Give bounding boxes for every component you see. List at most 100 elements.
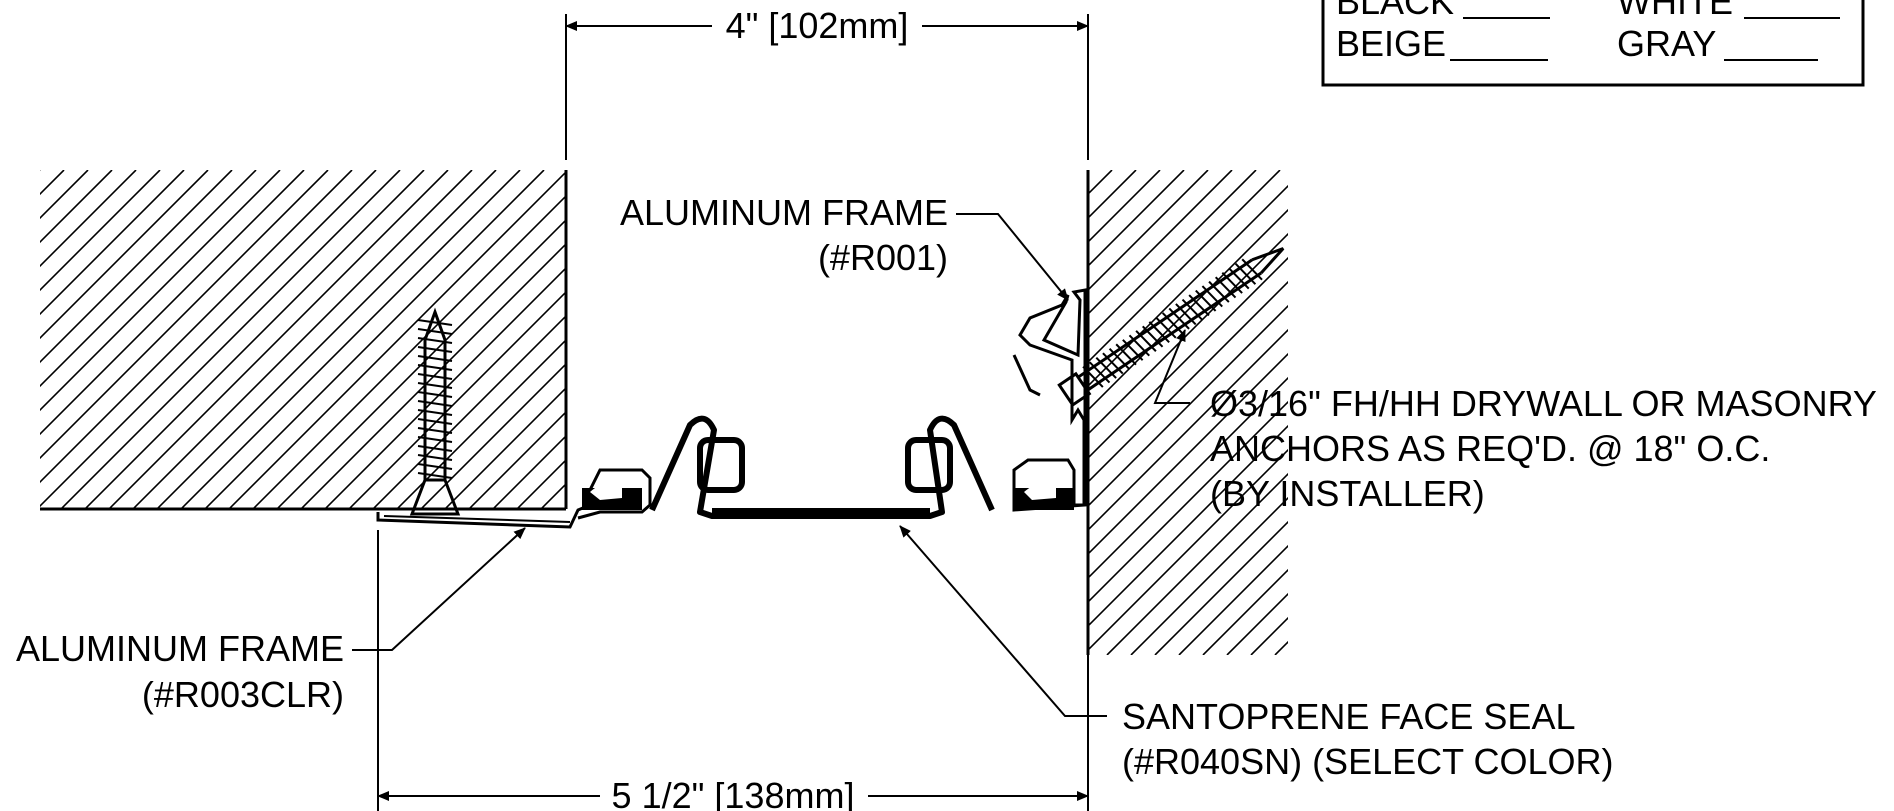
screw-thread — [1135, 330, 1157, 352]
screw-thread — [1214, 276, 1237, 299]
hatch-line — [1178, 544, 1288, 655]
screw-thread — [417, 364, 453, 371]
hatch-line — [1202, 568, 1288, 655]
screw-thread — [1195, 289, 1217, 312]
hatch-line — [59, 170, 401, 510]
screw-thread — [417, 355, 453, 362]
hatch-line — [1088, 352, 1288, 556]
color-option-white: WHITE — [1617, 0, 1733, 22]
hatch-line — [1088, 304, 1288, 508]
hatch-line — [40, 170, 137, 268]
screw-thread — [417, 463, 453, 470]
anchors-line-3: (BY INSTALLER) — [1210, 473, 1485, 514]
screw-thread — [417, 346, 453, 353]
screw-thread — [1142, 325, 1164, 348]
hatch-line — [40, 170, 257, 388]
hatch-line — [251, 194, 566, 510]
screw-thread — [417, 373, 453, 380]
hatch-line — [40, 170, 113, 244]
left-anchor-screw — [409, 307, 461, 516]
hatch-line — [107, 170, 449, 510]
frame-bottom-name: ALUMINUM FRAME — [16, 628, 344, 669]
screw-thread — [1115, 343, 1137, 366]
hatch-line — [83, 170, 425, 510]
screw-thread — [1168, 307, 1190, 330]
screw-thread — [417, 382, 453, 389]
screw-thread — [1095, 356, 1117, 379]
right-anchor-screw — [1057, 247, 1285, 408]
hatch-line — [40, 170, 305, 436]
callout-frame-bottom: ALUMINUM FRAME (#R003CLR) — [16, 628, 344, 715]
hatch-line — [467, 410, 566, 510]
screw-thread — [1102, 352, 1124, 375]
hatch-line — [347, 290, 566, 510]
screw-thread — [1108, 348, 1131, 370]
hatch-line — [40, 170, 209, 340]
hatch-line — [1106, 472, 1288, 655]
hatch-line — [323, 266, 566, 510]
hatch-line — [1154, 520, 1288, 655]
seal-part-number: (#R040SN) (SELECT COLOR) — [1122, 741, 1613, 782]
color-option-beige: BEIGE — [1336, 23, 1446, 64]
hatch-line — [1088, 184, 1288, 388]
hatch-line — [40, 170, 185, 316]
hatch-line — [40, 170, 329, 460]
screw-thread — [417, 409, 453, 416]
screw-thread — [1175, 303, 1197, 326]
screw-thread — [417, 391, 453, 398]
screw-thread — [1228, 267, 1250, 290]
hatch-line — [1088, 232, 1288, 436]
hatch-line — [1088, 280, 1288, 484]
screw-thread — [1122, 339, 1144, 361]
frame-top-part-number: (#R001) — [818, 237, 948, 278]
callout-anchors: Ø3/16" FH/HH DRYWALL OR MASONRY ANCHORS … — [1210, 383, 1877, 514]
left-substrate — [40, 170, 568, 511]
bottom-aluminum-frame — [376, 468, 652, 529]
leader-lines — [352, 213, 1190, 717]
screw-thread — [1241, 258, 1263, 281]
screw-thread — [417, 418, 453, 425]
screw-thread — [1181, 298, 1204, 321]
hatch-line — [1088, 170, 1185, 268]
color-legend-box: BLACK WHITE BEIGE GRAY — [1321, 0, 1865, 87]
hatch-line — [40, 170, 281, 412]
hatch-line — [443, 386, 566, 510]
hatch-line — [155, 170, 497, 510]
screw-thread — [1148, 321, 1170, 343]
hatch-line — [40, 170, 41, 172]
top-dimension-label: 4" [102mm] — [726, 5, 909, 46]
hatch-line — [1088, 448, 1288, 652]
frame-top-name: ALUMINUM FRAME — [620, 192, 948, 233]
hatch-line — [1130, 496, 1288, 655]
callout-frame-top: ALUMINUM FRAME (#R001) — [620, 192, 948, 278]
screw-thread — [417, 436, 453, 443]
hatch-line — [40, 170, 233, 364]
right-substrate — [1086, 170, 1288, 655]
callout-seal: SANTOPRENE FACE SEAL (#R040SN) (SELECT C… — [1122, 696, 1613, 782]
screw-thread — [417, 400, 453, 407]
screw-thread — [417, 472, 453, 479]
hatch-line — [1088, 400, 1288, 604]
anchors-line-2: ANCHORS AS REQ'D. @ 18" O.C. — [1210, 428, 1770, 469]
color-option-gray: GRAY — [1617, 23, 1716, 64]
screw-thread — [417, 454, 453, 461]
color-option-black: BLACK — [1336, 0, 1454, 22]
hatch-line — [40, 170, 377, 508]
hatch-line — [1088, 170, 1233, 316]
screw-thread — [417, 328, 453, 335]
seal-name: SANTOPRENE FACE SEAL — [1122, 696, 1575, 737]
hatch-line — [1088, 424, 1288, 628]
bottom-dimension-label: 5 1/2" [138mm] — [612, 775, 855, 811]
hatch-line — [1088, 328, 1288, 532]
hatch-line — [40, 170, 89, 220]
screw-thread — [417, 427, 453, 434]
screw-thread — [1208, 280, 1230, 303]
santoprene-face-seal — [649, 415, 995, 519]
hatch-line — [131, 170, 473, 510]
screw-thread — [1201, 285, 1223, 308]
screw-thread — [1221, 271, 1243, 294]
hatch-line — [1088, 170, 1281, 364]
hatch-line — [491, 434, 566, 510]
hatch-line — [1088, 208, 1288, 412]
